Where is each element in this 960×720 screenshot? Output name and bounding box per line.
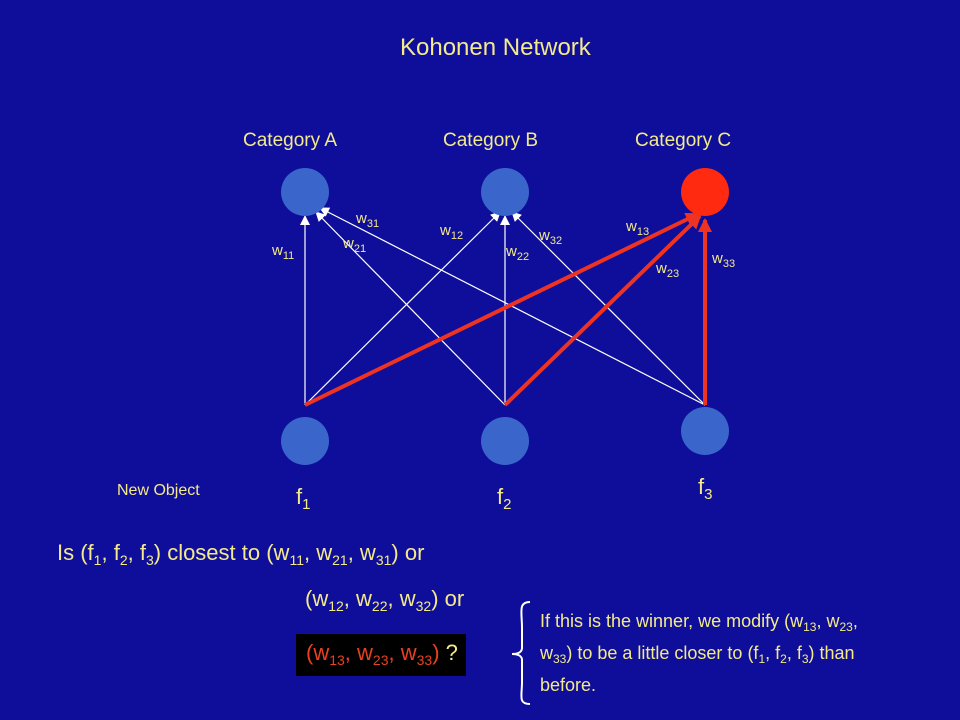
weight-label-w21: w21	[343, 235, 367, 255]
winner-candidate-box: (w13, w23, w33) ?	[296, 634, 466, 676]
new-object-label: New Object	[117, 482, 200, 499]
weight-label-w12: w12	[440, 222, 464, 242]
weight-label-w23: w23	[656, 260, 680, 280]
weight-label-w33: w33	[712, 250, 736, 270]
node-f3	[681, 407, 729, 455]
weight-label-w31: w31	[356, 210, 380, 230]
edge-w21	[315, 211, 506, 406]
node-category-c	[681, 168, 729, 216]
edge-w31	[319, 207, 706, 406]
input-label-f2: f2	[497, 484, 512, 513]
weight-label-w13: w13	[626, 218, 650, 238]
input-label-f3: f3	[698, 474, 713, 503]
category-c-label: Category C	[635, 130, 732, 151]
edge-w32	[511, 211, 706, 406]
category-a-label: Category A	[243, 130, 337, 151]
edge-w12	[304, 211, 501, 406]
page-title: Kohonen Network	[400, 34, 591, 61]
node-f2	[481, 417, 529, 465]
node-category-b	[481, 168, 529, 216]
weight-label-w11: w11	[272, 242, 295, 262]
winner-update-note: If this is the winner, we modify (w13, w…	[540, 611, 858, 695]
input-label-f1: f1	[296, 484, 311, 513]
edge-w13	[304, 212, 700, 407]
node-category-a	[281, 168, 329, 216]
category-b-label: Category B	[443, 130, 539, 151]
weight-label-w32: w32	[539, 227, 563, 247]
node-f1	[281, 417, 329, 465]
question-line-1: Is (f1, f2, f3) closest to (w11, w21, w3…	[57, 540, 425, 568]
edge-w23	[503, 214, 702, 407]
weight-label-w22: w22	[506, 243, 530, 263]
question-line-2: (w12, w22, w32) or	[305, 586, 465, 614]
